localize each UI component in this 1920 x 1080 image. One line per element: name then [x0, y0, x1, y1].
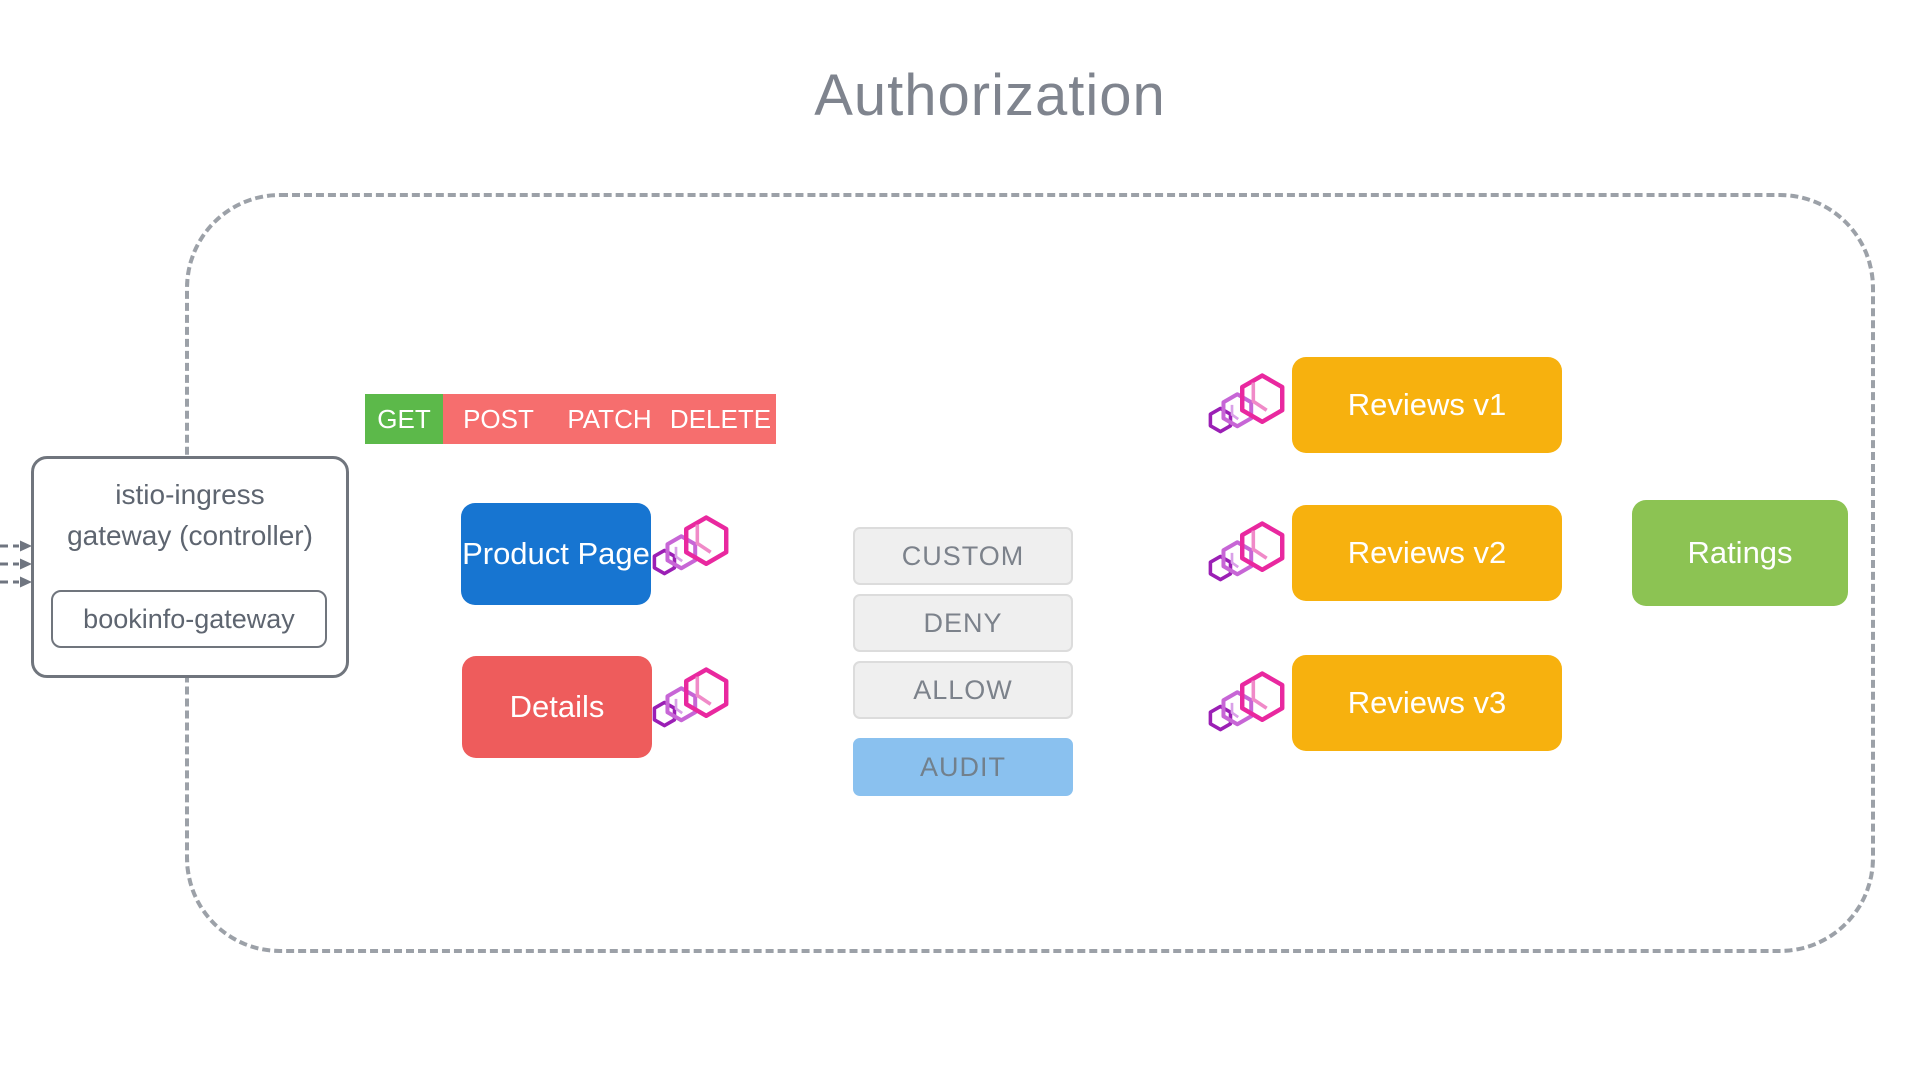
service-reviews-v3: Reviews v3: [1292, 655, 1562, 751]
pods-icon: [1206, 520, 1290, 584]
policy-action-audit: AUDIT: [853, 738, 1073, 796]
service-product-page: Product Page: [461, 503, 651, 605]
policy-action-custom: CUSTOM: [853, 527, 1073, 585]
pods-icon: [1206, 372, 1290, 436]
service-ratings: Ratings: [1632, 500, 1848, 606]
service-details: Details: [462, 656, 652, 758]
ingress-gateway-label-line2: gateway (controller): [67, 519, 313, 551]
policy-action-deny: DENY: [853, 594, 1073, 652]
ingress-gateway-label: istio-ingress gateway (controller): [34, 475, 346, 556]
http-method-post: POST: [443, 394, 554, 444]
ingress-gateway-label-line1: istio-ingress: [115, 479, 265, 510]
pods-icon: [1206, 670, 1290, 734]
ingress-gateway-box: istio-ingress gateway (controller) booki…: [31, 456, 349, 678]
bookinfo-gateway-box: bookinfo-gateway: [51, 590, 327, 648]
http-methods-bar: GET POST PATCH DELETE: [365, 394, 776, 444]
service-reviews-v2: Reviews v2: [1292, 505, 1562, 601]
http-method-get: GET: [365, 394, 443, 444]
http-method-delete: DELETE: [665, 394, 776, 444]
bookinfo-gateway-label: bookinfo-gateway: [83, 603, 295, 634]
pods-icon: [650, 514, 734, 578]
service-reviews-v1: Reviews v1: [1292, 357, 1562, 453]
pods-icon: [650, 666, 734, 730]
page-title: Authorization: [814, 63, 1166, 128]
ingress-traffic-arrows-icon: [0, 540, 32, 588]
http-method-patch: PATCH: [554, 394, 665, 444]
policy-action-allow: ALLOW: [853, 661, 1073, 719]
